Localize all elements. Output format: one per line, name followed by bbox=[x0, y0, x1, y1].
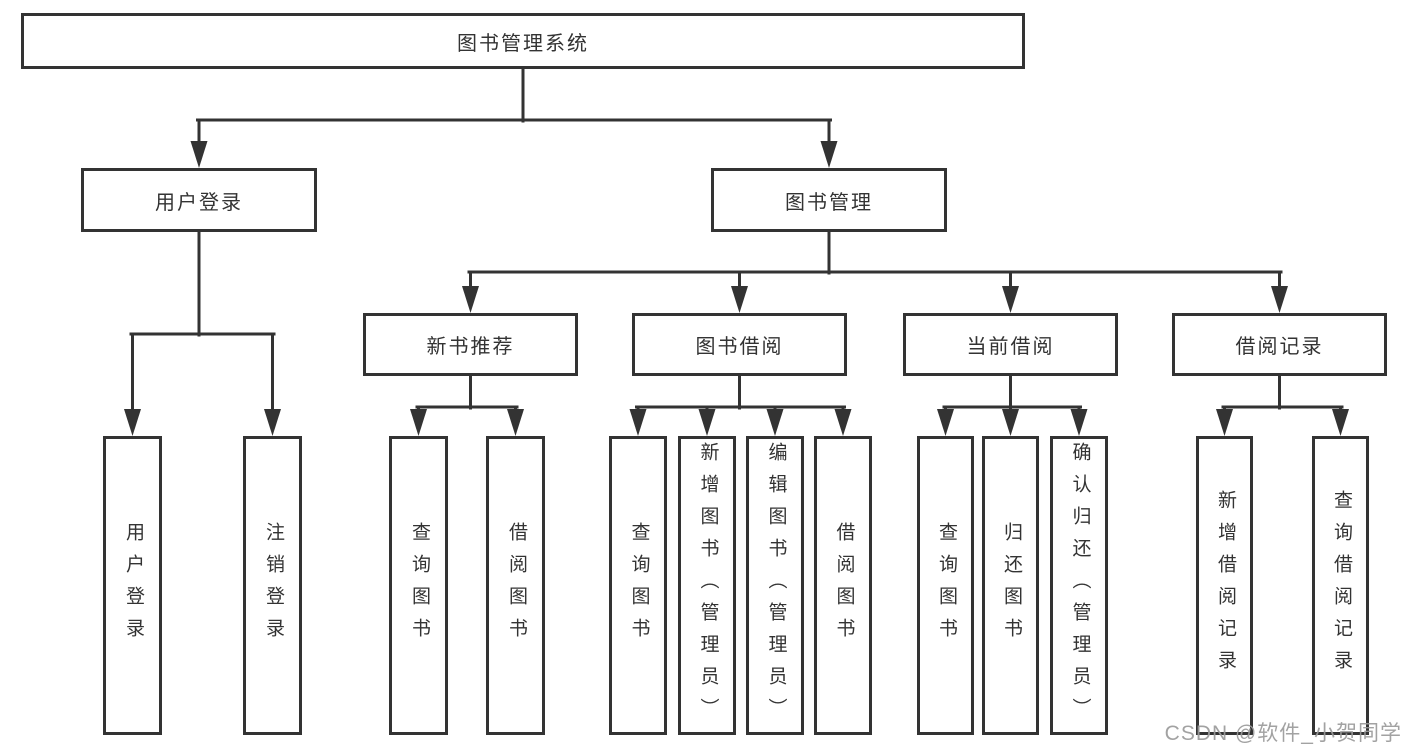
leaf-edit-book-admin: 编辑图书（管理员） bbox=[746, 436, 804, 735]
node-new-book-recommend: 新书推荐 bbox=[363, 313, 578, 376]
edge-new-book-children bbox=[415, 374, 519, 414]
leaf-query-books-recommend: 查询图书 bbox=[389, 436, 448, 735]
node-book-borrow: 图书借阅 bbox=[632, 313, 847, 376]
csdn-watermark: CSDN @软件_小贺同学 bbox=[1164, 722, 1402, 745]
node-book-management: 图书管理 bbox=[711, 168, 947, 232]
leaf-return-book: 归还图书 bbox=[982, 436, 1039, 735]
edge-borrow-records-children bbox=[1221, 374, 1344, 414]
node-user-login: 用户登录 bbox=[81, 168, 317, 232]
leaf-add-book-admin: 新增图书（管理员） bbox=[678, 436, 736, 735]
leaf-add-borrow-record: 新增借阅记录 bbox=[1196, 436, 1253, 735]
leaf-confirm-return-admin: 确认归还（管理员） bbox=[1050, 436, 1108, 735]
leaf-query-borrow-record: 查询借阅记录 bbox=[1312, 436, 1369, 735]
edge-book-management-children bbox=[467, 230, 1283, 290]
edge-user-login-children bbox=[129, 230, 276, 413]
edge-current-borrow-children bbox=[942, 374, 1082, 414]
leaf-borrow-books: 借阅图书 bbox=[814, 436, 872, 735]
leaf-logout: 注销登录 bbox=[243, 436, 302, 735]
node-root: 图书管理系统 bbox=[21, 13, 1025, 69]
leaf-user-login: 用户登录 bbox=[103, 436, 162, 735]
edge-root-to-level2 bbox=[196, 67, 832, 144]
edge-book-borrow-children bbox=[635, 374, 846, 414]
leaf-query-books-current: 查询图书 bbox=[917, 436, 974, 735]
leaf-query-books-borrow: 查询图书 bbox=[609, 436, 667, 735]
leaf-borrow-books-recommend: 借阅图书 bbox=[486, 436, 545, 735]
node-borrow-records: 借阅记录 bbox=[1172, 313, 1387, 376]
node-current-borrow: 当前借阅 bbox=[903, 313, 1118, 376]
